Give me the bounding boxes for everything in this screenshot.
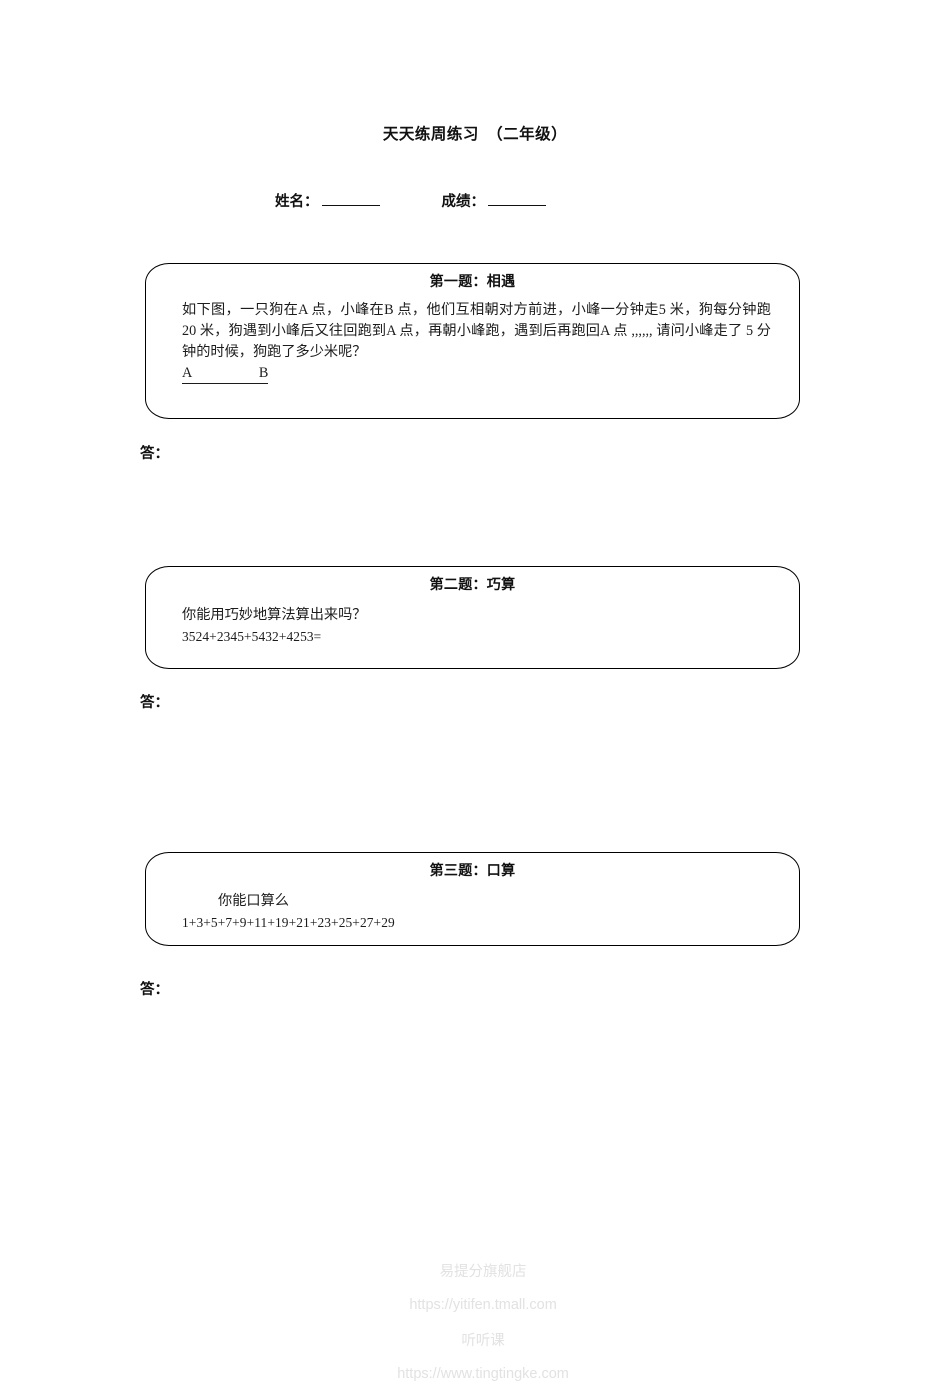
footer-site-name: 听听课 [461, 1333, 505, 1349]
score-label: 成绩： [441, 194, 486, 210]
worksheet-page: 天天练周练习 （二年级） 姓名： 成绩： 第一题：相遇 如下图，一只狗在A 点，… [140, 126, 800, 1382]
score-field[interactable]: 成绩： [441, 190, 546, 211]
problem-3-heading: 第三题：口算 [429, 862, 516, 878]
problem-1-diagram-ab: A B [182, 364, 269, 384]
problem-1-heading: 第一题：相遇 [429, 273, 516, 289]
answer-label-3: 答： [140, 982, 169, 998]
problem-3-body: 你能口算么 1+3+5+7+9+11+19+21+23+25+27+29 [146, 880, 799, 933]
problem-1-body: 如下图，一只狗在A 点，小峰在B 点，他们互相朝对方前进，小峰一分钟走5 米，狗… [146, 291, 799, 384]
problem-2-heading: 第二题：巧算 [429, 576, 516, 592]
problem-2-expression: 3524+2345+5432+4253= [182, 629, 322, 644]
problem-3-text: 你能口算么 [218, 893, 289, 909]
name-field[interactable]: 姓名： [275, 190, 380, 211]
footer-store-name: 易提分旗舰店 [439, 1264, 527, 1280]
footer-store-url: https://yitifen.tmall.com [409, 1297, 557, 1313]
footer-site-url: https://www.tingtingke.com [397, 1366, 569, 1382]
answer-label-1: 答： [140, 446, 169, 462]
name-label: 姓名： [275, 194, 319, 210]
problem-box-3: 第三题：口算 你能口算么 1+3+5+7+9+11+19+21+23+25+27… [145, 852, 800, 946]
student-info-row: 姓名： 成绩： [275, 190, 546, 211]
footer-watermark: 易提分旗舰店 https://yitifen.tmall.com 听听课 htt… [0, 1244, 950, 1398]
name-blank-line[interactable] [321, 192, 380, 206]
page-title: 天天练周练习 （二年级） [382, 126, 568, 143]
score-blank-line[interactable] [488, 192, 546, 206]
problem-2-text: 你能用巧妙地算法算出来吗？ [182, 607, 367, 623]
problem-2-body: 你能用巧妙地算法算出来吗？ 3524+2345+5432+4253= [146, 594, 799, 647]
problem-box-1: 第一题：相遇 如下图，一只狗在A 点，小峰在B 点，他们互相朝对方前进，小峰一分… [145, 263, 800, 419]
problem-box-2: 第二题：巧算 你能用巧妙地算法算出来吗？ 3524+2345+5432+4253… [145, 566, 800, 669]
problem-1-text: 如下图，一只狗在A 点，小峰在B 点，他们互相朝对方前进，小峰一分钟走5 米，狗… [182, 302, 771, 360]
problem-3-expression: 1+3+5+7+9+11+19+21+23+25+27+29 [182, 915, 395, 930]
answer-label-2: 答： [140, 695, 169, 711]
